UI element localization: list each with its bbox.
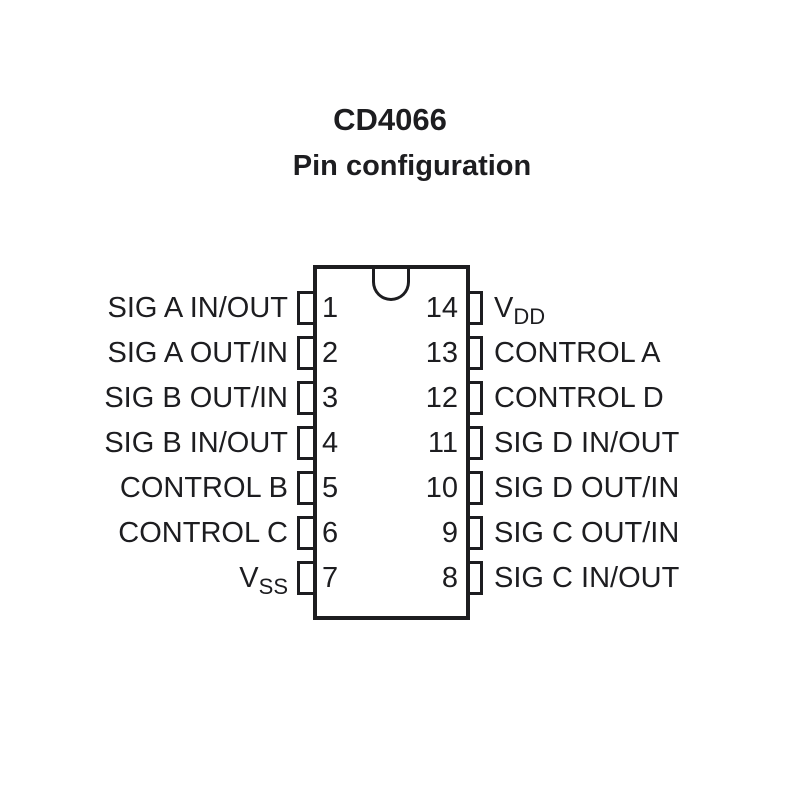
pin-12-label: CONTROL D [494, 382, 664, 414]
pin-7-label: VSS [55, 556, 288, 600]
ic-chip-body [313, 265, 470, 620]
pin-5-number: 5 [322, 472, 339, 504]
pin-9-label: SIG C OUT/IN [494, 517, 680, 549]
pin-3-number: 3 [322, 382, 339, 414]
pin-12-number: 12 [425, 382, 458, 414]
pin-13-label: CONTROL A [494, 337, 661, 369]
pin-1-number: 1 [322, 292, 339, 324]
pin-14-number: 14 [425, 292, 458, 324]
pin-6-number: 6 [322, 517, 339, 549]
page-title: CD4066 [333, 102, 447, 137]
pin-2-number: 2 [322, 337, 339, 369]
vss-label-main: V [239, 562, 259, 594]
vss-label-subscript: SS [258, 574, 288, 599]
pin-10-number: 10 [425, 472, 458, 504]
pin-6-label: CONTROL C [118, 517, 288, 549]
pin-7-number: 7 [322, 562, 339, 594]
chip-notch [372, 269, 410, 301]
pin-3-label: SIG B OUT/IN [104, 382, 288, 414]
pin-5-label: CONTROL B [119, 472, 288, 504]
vdd-label-subscript: DD [513, 304, 546, 329]
page-subtitle: Pin configuration [292, 150, 532, 182]
pin-10-label: SIG D OUT/IN [494, 472, 680, 504]
pin-14-label: VDD [494, 286, 784, 330]
pin-4-number: 4 [322, 427, 339, 459]
vdd-label-main: V [494, 292, 514, 324]
pin-11-label: SIG D IN/OUT [494, 427, 680, 459]
pin-11-number: 11 [427, 427, 458, 459]
pin-8-label: SIG C IN/OUT [494, 562, 680, 594]
pin-4-label: SIG B IN/OUT [104, 427, 288, 459]
pin-13-number: 13 [425, 337, 458, 369]
pin-2-label: SIG A OUT/IN [107, 337, 289, 369]
pin-8-number: 8 [441, 562, 458, 594]
pin-9-number: 9 [441, 517, 458, 549]
pin-1-label: SIG A IN/OUT [107, 292, 289, 324]
